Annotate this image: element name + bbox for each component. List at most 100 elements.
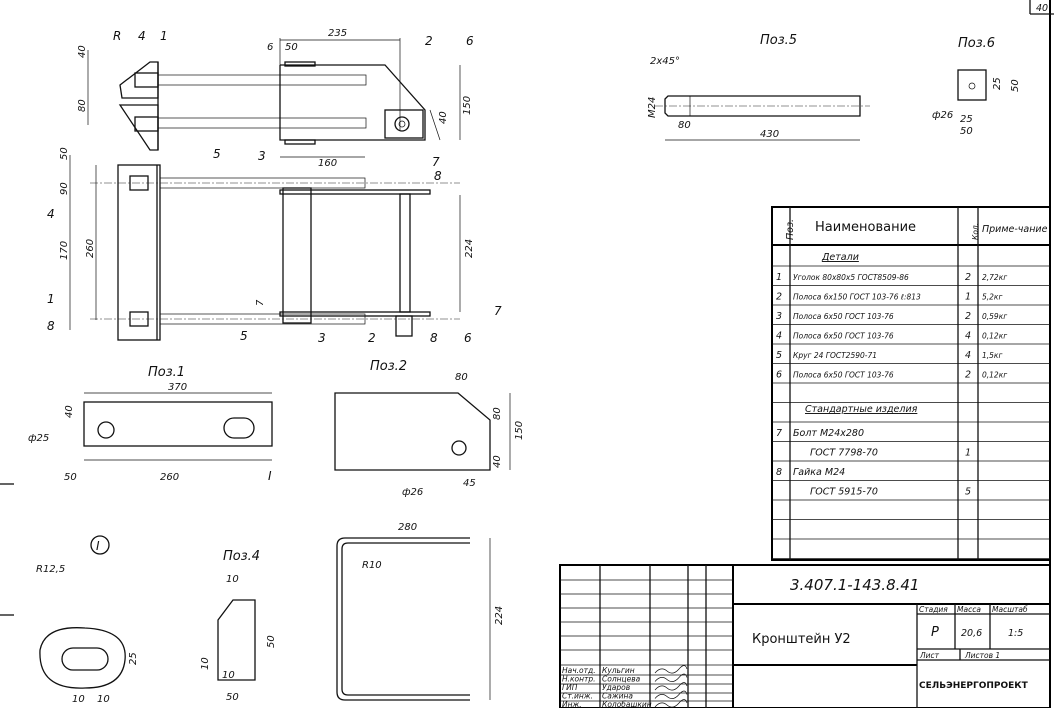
- dim-label: 40: [77, 45, 88, 58]
- cell-pos: 8: [776, 467, 782, 478]
- dim-label: 10: [72, 694, 85, 705]
- cell-note: 0,59кг: [982, 312, 1007, 321]
- table-row: 8 Гайка М24: [776, 467, 845, 478]
- cell-qty: 2: [965, 370, 971, 381]
- dim-label: 80: [678, 120, 691, 131]
- cell-name: Круг 24 ГОСТ2590-71: [793, 351, 877, 360]
- cell-name: Полоса 6x50 ГОСТ 103-76: [793, 312, 894, 321]
- view-title: Поз.4: [223, 549, 260, 564]
- cell-pos: 1: [776, 272, 782, 283]
- header-qty: Кол.: [971, 223, 980, 240]
- detail-mark: I: [96, 539, 100, 553]
- dim-label: 50: [960, 126, 973, 137]
- view-title: Поз.5: [760, 33, 797, 48]
- dim-label: 25: [128, 652, 139, 665]
- signature-row: Ст.инж.Сажина: [562, 690, 688, 701]
- cell-note: 2,72кг: [982, 273, 1007, 282]
- cell-note: 0,12кг: [982, 371, 1007, 380]
- dim-label: 10: [200, 657, 211, 670]
- dim-label: 150: [514, 421, 525, 440]
- dim-label: 260: [160, 472, 179, 483]
- cell-qty: 5: [965, 487, 971, 498]
- callout: 8: [430, 331, 438, 345]
- specification-table: Поз. Наименование Кол. Приме-чание Детал…: [771, 206, 1051, 561]
- detail-i: I R12,5 25 10 10: [36, 535, 139, 705]
- dim-label: 50: [266, 635, 277, 648]
- callout: 7: [432, 155, 440, 169]
- callout: 1: [47, 292, 55, 306]
- dim-label: 25: [960, 114, 973, 125]
- header-name: Наименование: [815, 220, 916, 235]
- dim-label: R12,5: [36, 564, 65, 575]
- callout: R: [113, 29, 121, 43]
- section-standard: Стандартные изделия: [805, 404, 918, 415]
- handwritten-signature: [654, 682, 688, 691]
- dim-label: 170: [59, 241, 70, 260]
- callout: 1: [160, 29, 168, 43]
- dim-label: 50: [59, 147, 70, 160]
- cell-name: Болт М24x280: [793, 428, 864, 439]
- cell-pos: 7: [776, 428, 782, 439]
- signature-row: Нач.отд. Кульгин: [562, 665, 688, 675]
- dim-label: 50: [226, 692, 239, 703]
- cell-qty: 2: [965, 272, 971, 283]
- dim-label: M24: [647, 97, 658, 118]
- header-pos: Поз.: [785, 219, 796, 240]
- dim-label: 224: [494, 606, 505, 625]
- dim-label: 40: [492, 455, 503, 468]
- section-details: Детали: [821, 252, 859, 263]
- cell-name: Полоса 6x50 ГОСТ 103-76: [793, 332, 894, 341]
- dim-label: 40: [64, 405, 75, 418]
- mass-value: 20,6: [961, 628, 982, 639]
- callout: 4: [47, 207, 55, 221]
- signature-role: Нач.отд.: [562, 666, 596, 675]
- drawing-title: Кронштейн У2: [752, 632, 851, 647]
- sheet-label: Лист: [919, 651, 940, 660]
- dim-label: 7: [255, 299, 266, 306]
- scale-value: 1:5: [1008, 628, 1023, 639]
- callout: 4: [138, 29, 146, 43]
- handwritten-signature: [654, 690, 688, 699]
- dim-label: 25: [992, 77, 1003, 90]
- table-row: 7 Болт М24x280: [776, 428, 864, 439]
- callout: 2: [425, 34, 433, 48]
- dim-label: 45: [463, 478, 476, 489]
- callout: 5: [240, 329, 248, 343]
- signature-role: ГИП: [562, 683, 578, 692]
- view-title: Поз.1: [148, 365, 185, 380]
- cell-qty: 2: [965, 311, 971, 322]
- callout: 5: [213, 147, 221, 161]
- view-poz1: Поз.1 370 40 ф25 50 260 I: [28, 365, 273, 483]
- signature-role: Н.контр.: [562, 675, 596, 684]
- dim-label: 40: [438, 111, 449, 124]
- callout: 2: [368, 331, 376, 345]
- callout: I: [268, 469, 272, 483]
- cell-pos: 6: [776, 370, 782, 381]
- view-poz2: Поз.2 80 80 150 ф26 45 40: [334, 359, 525, 498]
- dim-label: 150: [462, 96, 473, 115]
- drawing-code: 3.407.1-143.8.41: [790, 576, 919, 594]
- cell-name: Гайка М24: [793, 467, 845, 478]
- dim-label: 235: [328, 28, 347, 39]
- cell-note: 0,12кг: [982, 332, 1007, 341]
- cell-pos: 5: [776, 350, 782, 361]
- dim-label: 50: [64, 472, 77, 483]
- cell-pos: 4: [776, 331, 782, 342]
- view-u-bracket: 280 R10 224: [336, 522, 505, 701]
- header-note: Приме-чание: [982, 224, 1048, 235]
- signature-name: Кульгин: [602, 666, 635, 675]
- handwritten-signature: [654, 673, 688, 682]
- cell-note: 5,2кг: [982, 293, 1002, 302]
- sheets-label: Листов 1: [964, 651, 1000, 660]
- dim-label: 80: [492, 407, 503, 420]
- dim-label: 10: [97, 694, 110, 705]
- callout: 8: [434, 169, 442, 183]
- dim-label: 50: [1010, 79, 1021, 92]
- stage-label: Стадия: [919, 605, 948, 614]
